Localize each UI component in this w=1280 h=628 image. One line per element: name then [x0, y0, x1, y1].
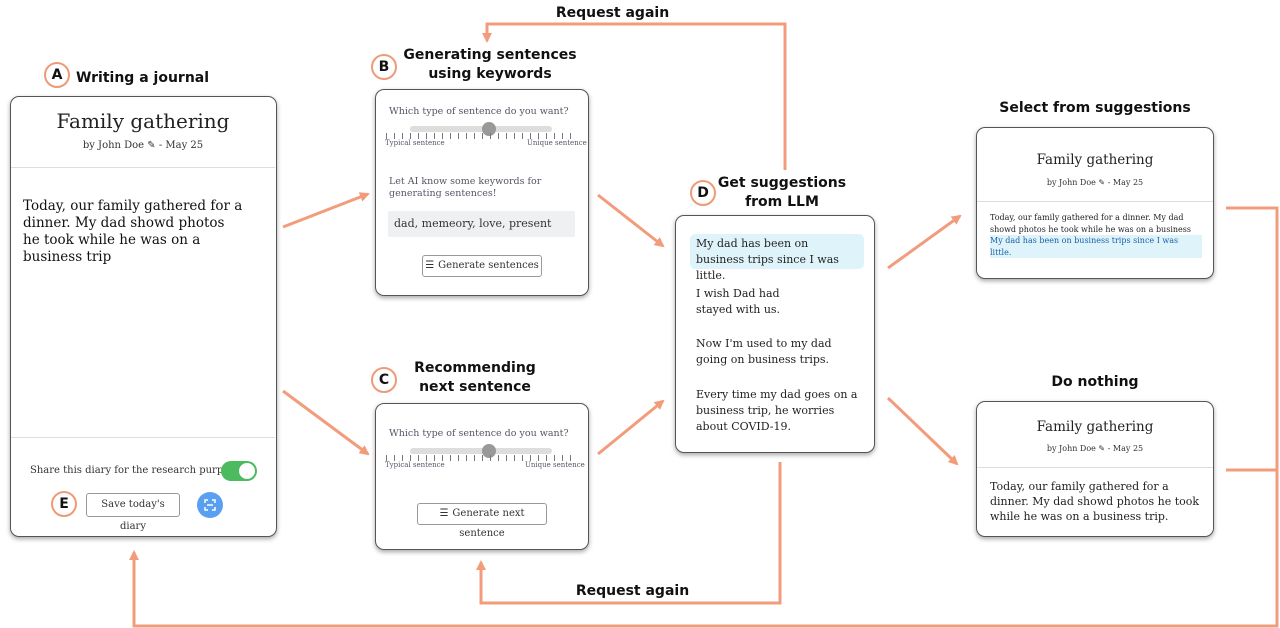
- badge-b: B: [371, 54, 397, 80]
- next-sentence-panel: Which type of sentence do you want? Typi…: [375, 403, 589, 550]
- unique-label: Unique sentence: [527, 139, 587, 147]
- next-unique-label: Unique sentence: [525, 461, 585, 469]
- keywords-input[interactable]: dad, memeory, love, present: [388, 211, 575, 237]
- next-typical-label: Typical sentence: [385, 461, 445, 469]
- selected-title: Family gathering: [1036, 152, 1154, 168]
- title-get-suggestions: Get suggestions from LLM: [717, 174, 847, 212]
- share-toggle-knob: [239, 463, 255, 479]
- lines-icon: ☰: [425, 260, 435, 271]
- next-sentence-type-slider-thumb[interactable]: [482, 444, 496, 458]
- unchanged-body: Today, our family gathered for a dinner.…: [990, 480, 1200, 523]
- journal-title: Family gathering: [56, 109, 230, 133]
- generate-next-sentence-button[interactable]: ☰Generate next sentence: [417, 503, 547, 539]
- arrow-d-to-nothing: [886, 396, 959, 466]
- title-recommending-line2: next sentence: [419, 379, 531, 395]
- arrow-d-to-select: [887, 214, 962, 270]
- generate-sentences-label: Generate sentences: [438, 260, 539, 271]
- next-slider-ticks: [386, 455, 578, 461]
- title-writing-journal: Writing a journal: [75, 70, 210, 86]
- journal-divider-top: [11, 167, 275, 168]
- selected-divider: [977, 201, 1213, 202]
- badge-a: A: [44, 62, 70, 88]
- unchanged-result-card: Family gathering by John Doe ✎ - May 25 …: [976, 401, 1214, 537]
- arrow-request-again-bottom: [476, 462, 782, 605]
- suggestion-item-1[interactable]: My dad has been on business trips since …: [696, 237, 839, 282]
- arrow-request-again-top: [482, 22, 787, 170]
- journal-byline: by John Doe ✎ - May 25: [82, 140, 204, 151]
- keyword-generator-panel: Which type of sentence do you want? Typi…: [375, 89, 589, 296]
- suggestion-highlight: [690, 234, 864, 269]
- share-toggle[interactable]: [221, 461, 257, 481]
- badge-e: E: [51, 491, 77, 517]
- selected-byline: by John Doe ✎ - May 25: [1046, 178, 1144, 187]
- unchanged-title: Family gathering: [1036, 419, 1154, 435]
- request-again-bottom-label: Request again: [575, 583, 690, 599]
- title-generating-sentences-line1: Generating sentences: [403, 47, 577, 63]
- unchanged-divider: [977, 467, 1213, 468]
- title-recommending: Recommending next sentence: [405, 359, 545, 397]
- sentence-type-question: Which type of sentence do you want?: [389, 106, 569, 117]
- save-diary-button[interactable]: Save today's diary: [86, 493, 180, 532]
- journal-body[interactable]: Today, our family gathered for a dinner.…: [23, 198, 243, 265]
- arrow-a-to-c: [282, 389, 370, 456]
- title-recommending-line1: Recommending: [414, 360, 536, 376]
- title-generating-sentences: Generating sentences using keywords: [395, 46, 585, 84]
- unchanged-byline: by John Doe ✎ - May 25: [1046, 444, 1144, 453]
- journal-divider-bottom: [11, 437, 275, 438]
- slider-ticks: [386, 133, 578, 139]
- generate-next-sentence-label: Generate next sentence: [452, 508, 525, 539]
- arrow-b-to-d: [597, 193, 665, 248]
- badge-c: C: [371, 367, 397, 393]
- sentence-type-slider[interactable]: [410, 126, 552, 132]
- generate-sentences-button[interactable]: ☰Generate sentences: [422, 255, 542, 277]
- suggestion-item-2[interactable]: I wish Dad had stayed with us.: [696, 287, 781, 316]
- selected-added-sentence: My dad has been on business trips since …: [990, 235, 1202, 258]
- suggestion-item-4[interactable]: Every time my dad goes on a business tri…: [696, 388, 858, 433]
- selected-result-card: Family gathering by John Doe ✎ - May 25 …: [976, 127, 1214, 279]
- title-select-suggestions: Select from suggestions: [999, 100, 1191, 116]
- title-generating-sentences-line2: using keywords: [428, 66, 552, 82]
- keywords-prompt: Let AI know some keywords for generating…: [389, 176, 542, 199]
- share-label: Share this diary for the research purpos…: [30, 465, 246, 476]
- scan-icon[interactable]: [197, 492, 223, 518]
- title-get-suggestions-line1: Get suggestions: [717, 175, 847, 191]
- arrow-c-to-d: [597, 399, 665, 456]
- suggestions-panel: My dad has been on business trips since …: [675, 215, 875, 453]
- next-sentence-type-slider[interactable]: [410, 448, 552, 454]
- arrow-loop-back: [129, 206, 1279, 628]
- arrow-a-to-b: [282, 192, 370, 229]
- badge-d: D: [690, 180, 716, 206]
- journal-editor: Family gathering by John Doe ✎ - May 25 …: [10, 96, 277, 537]
- title-get-suggestions-line2: from LLM: [745, 194, 819, 210]
- next-sentence-type-question: Which type of sentence do you want?: [389, 428, 569, 439]
- request-again-top-label: Request again: [555, 5, 670, 21]
- sentence-type-slider-thumb[interactable]: [482, 122, 496, 136]
- title-do-nothing: Do nothing: [1051, 374, 1139, 390]
- typical-label: Typical sentence: [385, 139, 445, 147]
- next-lines-icon: ☰: [439, 508, 449, 519]
- suggestion-item-3[interactable]: Now I'm used to my dad going on business…: [696, 337, 832, 366]
